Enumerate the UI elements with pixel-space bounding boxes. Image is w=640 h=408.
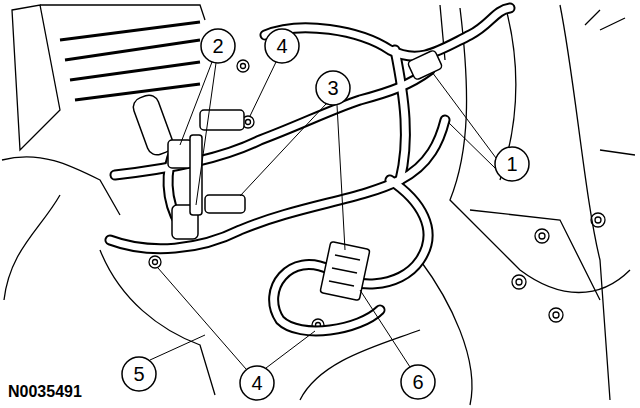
callout-number: 3 [327,78,338,98]
callout-number: 4 [251,373,262,393]
callout-number: 5 [133,364,144,384]
callout-number: 6 [412,372,423,392]
callout-number: 4 [276,36,287,56]
callout-number: 2 [212,36,223,56]
callout-number: 1 [506,154,517,174]
figure-code: N0035491 [8,384,82,400]
